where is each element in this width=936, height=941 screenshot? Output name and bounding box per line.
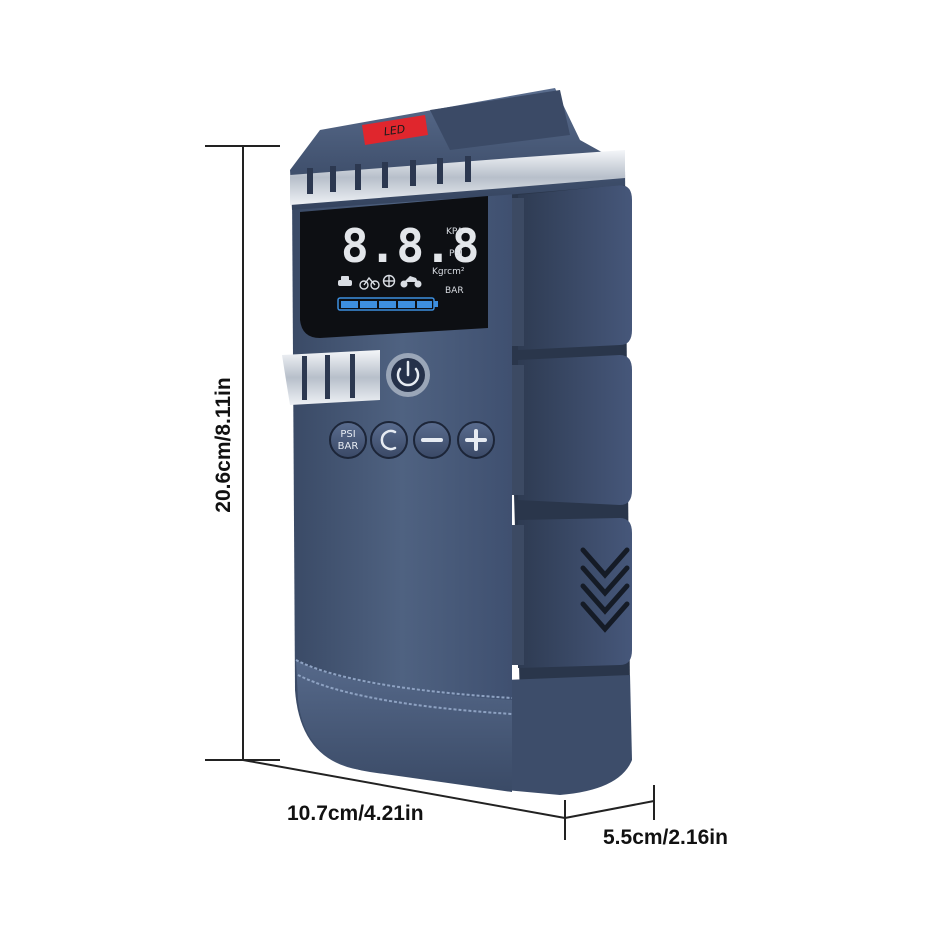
unit-kpa: KPA xyxy=(446,227,464,237)
plus-icon xyxy=(465,429,487,451)
depth-dimension-line xyxy=(564,785,655,820)
depth-dimension-label: 5.5cm/2.16in xyxy=(603,826,728,849)
side-grip-middle xyxy=(510,355,632,505)
unit-kgcm2: Kgrcm² xyxy=(432,267,465,277)
base-side xyxy=(505,675,632,795)
power-icon xyxy=(396,360,420,387)
side-grip-upper xyxy=(510,185,632,350)
cycle-button[interactable] xyxy=(370,421,408,459)
led-button[interactable]: LED xyxy=(362,115,428,145)
side-panel xyxy=(505,170,632,795)
chrome-grip xyxy=(282,350,380,405)
air-vent xyxy=(580,547,630,633)
width-dimension-line xyxy=(242,759,566,840)
pressure-digits: 8.8.8 xyxy=(341,219,479,273)
battery-indicator xyxy=(337,297,438,311)
width-dimension-label: 10.7cm/4.21in xyxy=(287,802,424,825)
unit-toggle-button[interactable]: PSI BAR xyxy=(329,421,367,459)
car-icon xyxy=(338,276,352,286)
side-grip-lower xyxy=(510,518,632,668)
lcd-display: 8.8.8 KPA PSI Kgrcm² BAR xyxy=(300,196,488,338)
minus-button[interactable] xyxy=(413,421,451,459)
power-button[interactable] xyxy=(386,353,430,397)
ball-icon xyxy=(382,274,396,288)
unit-bar: BAR xyxy=(445,286,464,296)
height-dimension-line xyxy=(205,145,280,761)
unit-toggle-label-bar: BAR xyxy=(338,441,359,452)
top-cap xyxy=(290,88,625,210)
motorcycle-icon xyxy=(400,276,422,288)
plus-button[interactable] xyxy=(457,421,495,459)
battery-segments xyxy=(341,301,432,308)
cycle-icon xyxy=(380,429,397,451)
unit-psi: PSI xyxy=(449,249,463,259)
bicycle-icon xyxy=(359,276,380,290)
height-dimension-label: 20.6cm/8.11in xyxy=(212,377,235,513)
unit-toggle-label-psi: PSI xyxy=(340,429,355,440)
led-label: LED xyxy=(383,123,406,139)
